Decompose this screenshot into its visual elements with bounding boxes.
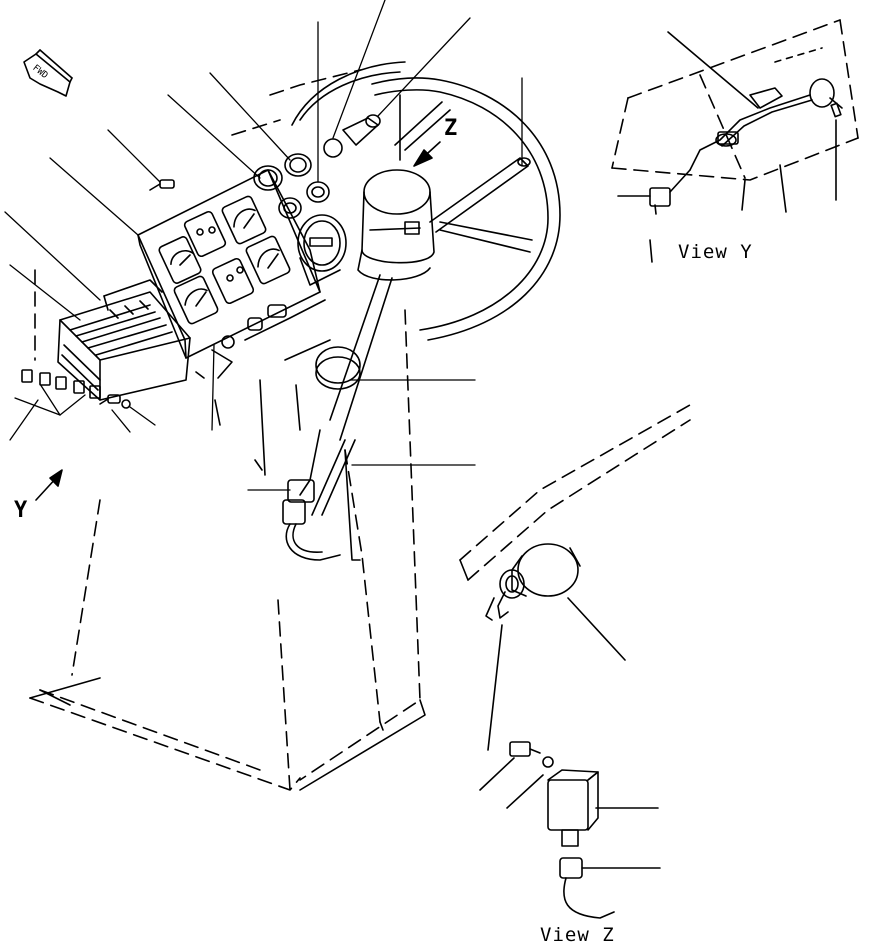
column-harness	[283, 430, 340, 560]
fwd-arrow-icon	[24, 50, 72, 96]
gauge-icon	[211, 257, 254, 304]
lamp-icon	[307, 182, 329, 202]
view-z-detail	[460, 405, 690, 918]
signal-lever	[430, 158, 530, 232]
gauge-icon	[183, 210, 226, 257]
arrow-z-icon	[414, 142, 440, 166]
fuse-icon	[90, 386, 100, 398]
switch-icon	[196, 305, 286, 378]
view-y-detail	[612, 20, 858, 262]
lamp-icon	[285, 154, 311, 176]
arrow-y-label: Y	[14, 498, 28, 523]
lamp-icon	[254, 166, 282, 190]
fuse-box	[58, 280, 190, 400]
console-outline	[30, 70, 420, 790]
fuse-icon	[40, 373, 50, 385]
arrow-y-icon	[36, 470, 62, 500]
steering-wheel	[292, 62, 560, 340]
lamp-icon	[279, 198, 301, 218]
hour-meter-icon	[298, 215, 346, 285]
leader-lines	[5, 0, 522, 490]
gauge-icon	[245, 235, 291, 285]
fuse-icon	[74, 381, 84, 393]
arrow-z-label: Z	[444, 116, 458, 141]
gauge-icon	[173, 275, 219, 325]
screw-icon	[100, 395, 130, 408]
column-clamp	[316, 347, 360, 389]
fuse-icon	[56, 377, 66, 389]
gauge-icon	[221, 195, 267, 245]
panel-cover	[245, 300, 330, 470]
screw-icon	[150, 180, 174, 190]
view-z-label: View Z	[540, 924, 615, 945]
horn-button-icon	[324, 115, 380, 157]
console-solid-lines	[30, 380, 425, 790]
steering-column	[312, 170, 434, 515]
view-y-label: View Y	[678, 241, 753, 263]
fuse-icon	[22, 370, 32, 382]
gauge-icon	[158, 236, 202, 285]
